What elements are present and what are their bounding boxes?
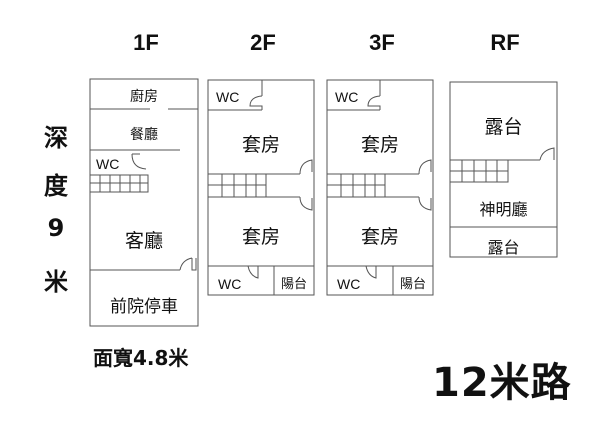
room-dining: 餐廳	[130, 127, 158, 143]
door-swing	[418, 159, 432, 175]
floor-label-rf: RF	[490, 30, 520, 55]
depth-char-3: 9	[47, 214, 65, 242]
door-swing	[299, 159, 313, 175]
room-suite-3f-top: 套房	[360, 134, 399, 156]
room-wc-3f-bottom: WC	[337, 276, 361, 292]
outline-3f	[326, 79, 434, 296]
floor-label-2f: 2F	[250, 30, 276, 55]
door-swing	[179, 257, 197, 271]
depth-char-1: 深	[44, 124, 68, 152]
door-swing	[418, 196, 432, 211]
room-suite-2f-top: 套房	[241, 134, 280, 156]
outline-1f	[89, 78, 199, 327]
room-suite-3f-bottom: 套房	[360, 226, 399, 248]
plan-2f	[207, 79, 315, 296]
door-swing	[249, 95, 263, 110]
door-swing	[247, 265, 259, 279]
outline-2f	[207, 79, 315, 296]
room-suite-2f-bottom: 套房	[241, 226, 280, 248]
room-shrine: 神明廳	[479, 200, 528, 219]
depth-char-4: 米	[44, 268, 68, 296]
door-swing	[131, 153, 147, 170]
floor-label-1f: 1F	[133, 30, 159, 55]
room-wc-3f-top: WC	[335, 89, 359, 105]
room-terrace-rf-top: 露台	[484, 116, 523, 138]
floor-label-3f: 3F	[369, 30, 395, 55]
depth-char-2: 度	[44, 172, 68, 200]
outline-rf	[449, 81, 558, 258]
plan-rf	[449, 81, 558, 258]
door-swing	[299, 196, 313, 211]
room-living: 客廳	[124, 230, 163, 252]
frontage-width-label: 面寬4.8米	[93, 346, 189, 370]
plan-3f	[326, 79, 434, 296]
room-wc-2f-bottom: WC	[218, 276, 242, 292]
room-front-yard-parking: 前院停車	[110, 297, 178, 317]
room-wc-1f: WC	[96, 156, 120, 172]
room-balcony-3f: 陽台	[399, 277, 426, 292]
plan-1f	[89, 78, 199, 327]
door-swing	[539, 147, 555, 161]
door-swing	[367, 95, 381, 110]
room-wc-2f-top: WC	[216, 89, 240, 105]
road-width-label: 12米路	[432, 360, 572, 406]
door-swing	[365, 265, 377, 279]
room-kitchen: 廚房	[130, 89, 158, 105]
room-terrace-rf-bottom: 露台	[487, 238, 520, 257]
room-balcony-2f: 陽台	[280, 277, 307, 292]
